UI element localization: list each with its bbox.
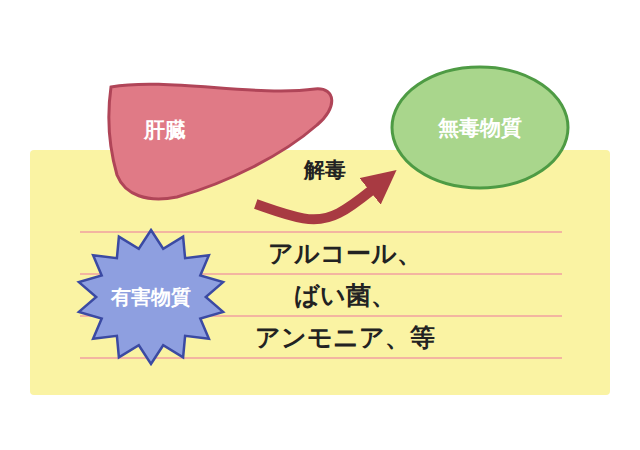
- harmless-ellipse: 無毒物質: [390, 65, 570, 190]
- list-item: アルコール、: [268, 237, 422, 270]
- yellow-ground: [30, 150, 610, 395]
- harmful-starburst: 有害物質: [75, 228, 227, 366]
- detox-arrow: [256, 185, 378, 219]
- node-label: 有害物質: [111, 284, 191, 311]
- node-label: 肝臓: [144, 116, 186, 144]
- list-item: アンモニア、等: [255, 321, 435, 354]
- liver-organ-outline: [105, 75, 330, 200]
- list-item: ばい菌、: [294, 279, 396, 312]
- liver-organ: 肝臓: [105, 75, 330, 200]
- edge-label: 解毒: [304, 156, 346, 184]
- node-label: 無毒物質: [438, 114, 522, 142]
